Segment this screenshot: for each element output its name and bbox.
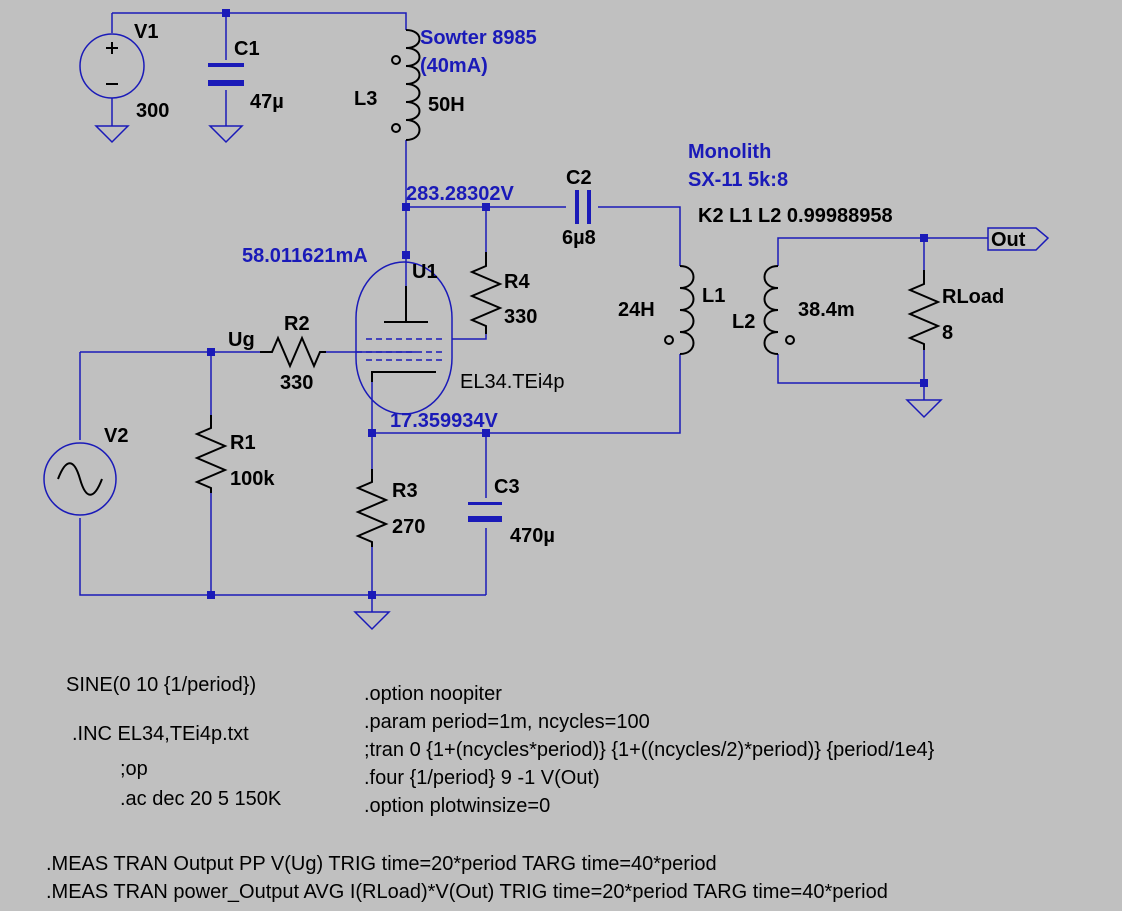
transformer-note-2: SX-11 5k:8 bbox=[688, 169, 788, 191]
ug-net-label[interactable]: Ug bbox=[228, 329, 255, 351]
v1-label: V1 bbox=[134, 21, 158, 43]
c1-capacitor[interactable]: C1 47µ bbox=[208, 38, 284, 113]
l3-note-2: (40mA) bbox=[420, 55, 488, 77]
inc-directive: .INC EL34,TEi4p.txt bbox=[72, 723, 249, 745]
r3-resistor[interactable]: R3 270 bbox=[355, 469, 425, 547]
c2-value: 6µ8 bbox=[562, 227, 596, 249]
r1-value: 100k bbox=[230, 468, 275, 490]
plotwinsize-directive: .option plotwinsize=0 bbox=[364, 795, 550, 817]
plate-voltage-annotation: 283.28302V bbox=[406, 183, 515, 205]
spice-directives[interactable]: SINE(0 10 {1/period}) .INC EL34,TEi4p.tx… bbox=[46, 674, 935, 903]
l3-label: L3 bbox=[354, 88, 377, 110]
ground-symbol bbox=[94, 125, 943, 631]
noopiter-directive: .option noopiter bbox=[364, 683, 502, 705]
meas-power-directive: .MEAS TRAN power_Output AVG I(RLoad)*V(O… bbox=[46, 881, 888, 903]
r2-value: 330 bbox=[280, 372, 313, 394]
v1-source[interactable]: V1 300 bbox=[79, 21, 169, 122]
cathode-voltage-annotation: 17.359934V bbox=[390, 410, 499, 432]
output-transformer[interactable]: L1 24H L2 38.4m Monolith SX-11 5k:8 K2 L… bbox=[618, 141, 893, 355]
l2-value: 38.4m bbox=[798, 299, 855, 321]
v1-value: 300 bbox=[136, 100, 169, 122]
c3-capacitor[interactable]: C3 470µ bbox=[468, 476, 555, 547]
r2-resistor[interactable]: R2 330 bbox=[260, 313, 326, 394]
r2-label: R2 bbox=[284, 313, 310, 335]
wires bbox=[79, 12, 988, 612]
l2-label: L2 bbox=[732, 311, 755, 333]
transformer-note-1: Monolith bbox=[688, 141, 771, 163]
r1-label: R1 bbox=[230, 432, 256, 454]
l3-inductor[interactable]: Sowter 8985 (40mA) L3 50H bbox=[354, 27, 537, 141]
r3-value: 270 bbox=[392, 516, 425, 538]
u1-tube[interactable]: U1 EL34.TEi4p bbox=[355, 261, 565, 415]
r1-resistor[interactable]: R1 100k bbox=[194, 415, 275, 493]
c1-value: 47µ bbox=[250, 91, 284, 113]
rload-label: RLoad bbox=[942, 286, 1004, 308]
l1-label: L1 bbox=[702, 285, 725, 307]
sine-directive: SINE(0 10 {1/period}) bbox=[66, 674, 256, 696]
c2-label: C2 bbox=[566, 167, 592, 189]
r4-value: 330 bbox=[504, 306, 537, 328]
c2-capacitor[interactable]: C2 6µ8 bbox=[562, 167, 596, 249]
tran-directive: ;tran 0 {1+(ncycles*period)} {1+((ncycle… bbox=[364, 739, 935, 761]
c3-value: 470µ bbox=[510, 525, 555, 547]
meas-output-directive: .MEAS TRAN Output PP V(Ug) TRIG time=20*… bbox=[46, 853, 717, 875]
plate-current-annotation: 58.011621mA bbox=[242, 245, 368, 267]
v2-source[interactable]: V2 bbox=[43, 425, 128, 516]
junctions bbox=[207, 9, 928, 599]
coupling-statement: K2 L1 L2 0.99988958 bbox=[698, 205, 893, 227]
rload-resistor[interactable]: RLoad 8 bbox=[907, 270, 1004, 350]
param-directive: .param period=1m, ncycles=100 bbox=[364, 711, 650, 733]
out-label-text: Out bbox=[991, 229, 1026, 251]
c3-label: C3 bbox=[494, 476, 520, 498]
rload-value: 8 bbox=[942, 322, 953, 344]
ac-directive: .ac dec 20 5 150K bbox=[120, 788, 282, 810]
out-net-label[interactable]: Out bbox=[987, 227, 1050, 251]
r4-label: R4 bbox=[504, 271, 530, 293]
r4-resistor[interactable]: R4 330 bbox=[469, 252, 537, 334]
op-directive: ;op bbox=[120, 758, 148, 780]
v2-label: V2 bbox=[104, 425, 128, 447]
c1-label: C1 bbox=[234, 38, 260, 60]
r3-label: R3 bbox=[392, 480, 418, 502]
u1-model: EL34.TEi4p bbox=[460, 371, 565, 393]
l3-note-1: Sowter 8985 bbox=[420, 27, 537, 49]
l1-value: 24H bbox=[618, 299, 655, 321]
u1-label: U1 bbox=[412, 261, 438, 283]
four-directive: .four {1/period} 9 -1 V(Out) bbox=[364, 767, 600, 789]
l3-value: 50H bbox=[428, 94, 465, 116]
